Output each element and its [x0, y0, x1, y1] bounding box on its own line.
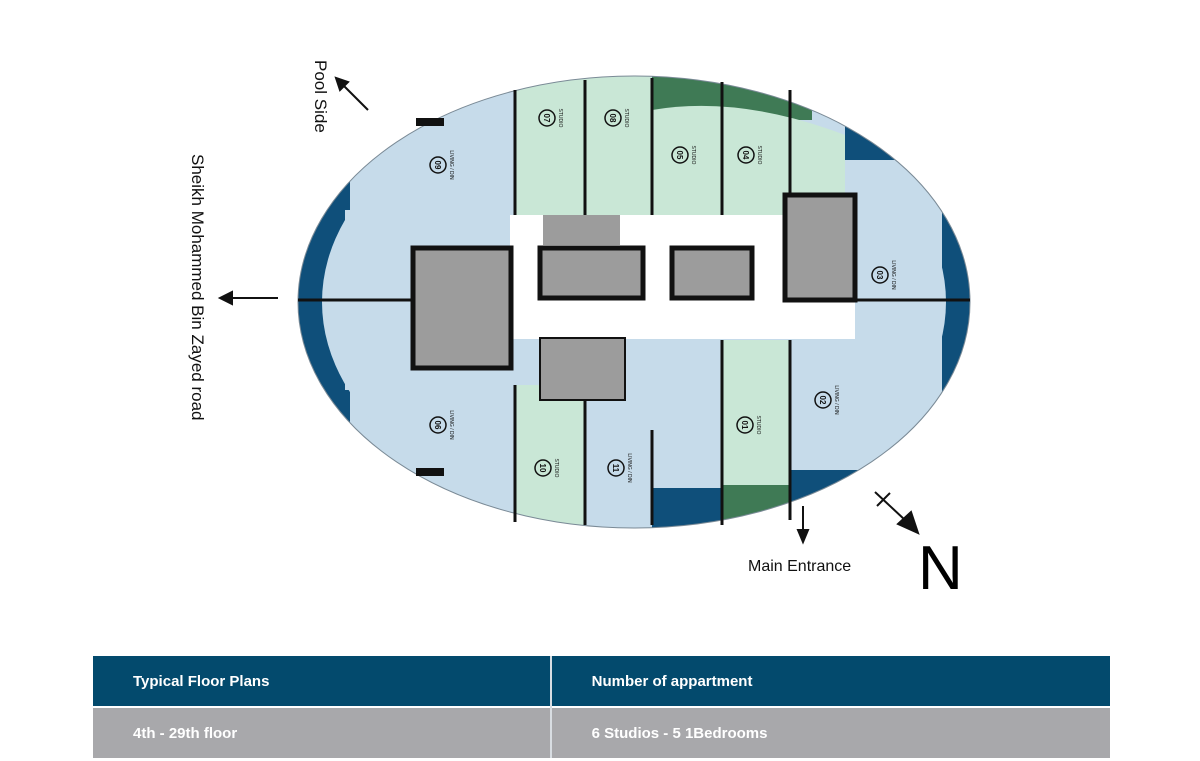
unit-number: 11	[611, 464, 620, 473]
unit-type: STUDIO	[755, 416, 761, 435]
unit-06: 06 LIVING / DIN	[429, 410, 454, 440]
unit-number-circle	[736, 416, 754, 434]
unit-04: 04 STUDIO	[737, 146, 762, 165]
unit-number-circle	[607, 459, 625, 477]
unit-type: STUDIO	[623, 109, 629, 128]
unit-10: 10 STUDIO	[534, 459, 559, 478]
header-number-of-apartments: Number of appartment	[549, 656, 1110, 707]
unit-number-circle	[429, 156, 447, 174]
unit-number: 06	[433, 421, 442, 430]
unit-type: LIVING / DIN	[448, 150, 454, 180]
road-label: Sheikh Mohammed Bin Zayed road	[188, 154, 207, 421]
unit-type: LIVING / DIN	[626, 453, 632, 483]
header-typical-floor-plans: Typical Floor Plans	[93, 656, 551, 707]
unit-type: STUDIO	[756, 146, 762, 165]
unit-03: 03 LIVING / DIN	[871, 260, 896, 290]
unit-08: 08 STUDIO	[604, 109, 629, 128]
unit-number-circle	[671, 146, 689, 164]
lift-core-2	[669, 245, 755, 301]
stair-core-west	[410, 245, 514, 371]
unit-09: 09 LIVING / DIN	[429, 150, 454, 180]
unit-number-circle	[737, 146, 755, 164]
unit-number-circle	[538, 109, 556, 127]
unit-07: 07 STUDIO	[538, 109, 563, 128]
unit-number: 04	[741, 151, 750, 160]
north-indicator: N	[918, 534, 963, 603]
unit-01: 01 STUDIO	[736, 416, 761, 435]
unit-number-circle	[871, 266, 889, 284]
unit-number-circle	[814, 391, 832, 409]
unit-number-circle	[534, 459, 552, 477]
unit-number: 09	[433, 161, 442, 170]
floor-info-table: Typical Floor Plans Number of appartment…	[93, 656, 1110, 758]
unit-type: STUDIO	[553, 459, 559, 478]
unit-type: LIVING / DIN	[448, 410, 454, 440]
main-entrance-label: Main Entrance	[748, 558, 852, 575]
unit-type: STUDIO	[690, 146, 696, 165]
studio-zone-top-left	[515, 76, 651, 215]
cell-floors: 4th - 29th floor	[93, 706, 551, 758]
lift-core-1	[537, 245, 646, 301]
unit-05: 05 STUDIO	[671, 146, 696, 165]
unit-number: 10	[538, 464, 547, 473]
stair-core-east	[782, 192, 858, 303]
unit-number: 01	[740, 421, 749, 430]
cell-apartment-count: 6 Studios - 5 1Bedrooms	[549, 706, 1110, 758]
unit-type: LIVING / DIN	[890, 260, 896, 290]
unit-11: 11 LIVING / DIN	[607, 453, 632, 483]
unit-02: 02 LIVING / DIN	[814, 385, 839, 415]
unit-type: LIVING / DIN	[833, 385, 839, 415]
pool-side-label: Pool Side	[311, 60, 330, 133]
unit-number-circle	[429, 416, 447, 434]
unit-number: 07	[542, 114, 551, 123]
unit-type: STUDIO	[557, 109, 563, 128]
unit-number: 03	[875, 271, 884, 280]
unit-number: 02	[818, 396, 827, 405]
unit-number: 05	[675, 151, 684, 160]
unit-number: 08	[608, 114, 617, 123]
unit-number-circle	[604, 109, 622, 127]
